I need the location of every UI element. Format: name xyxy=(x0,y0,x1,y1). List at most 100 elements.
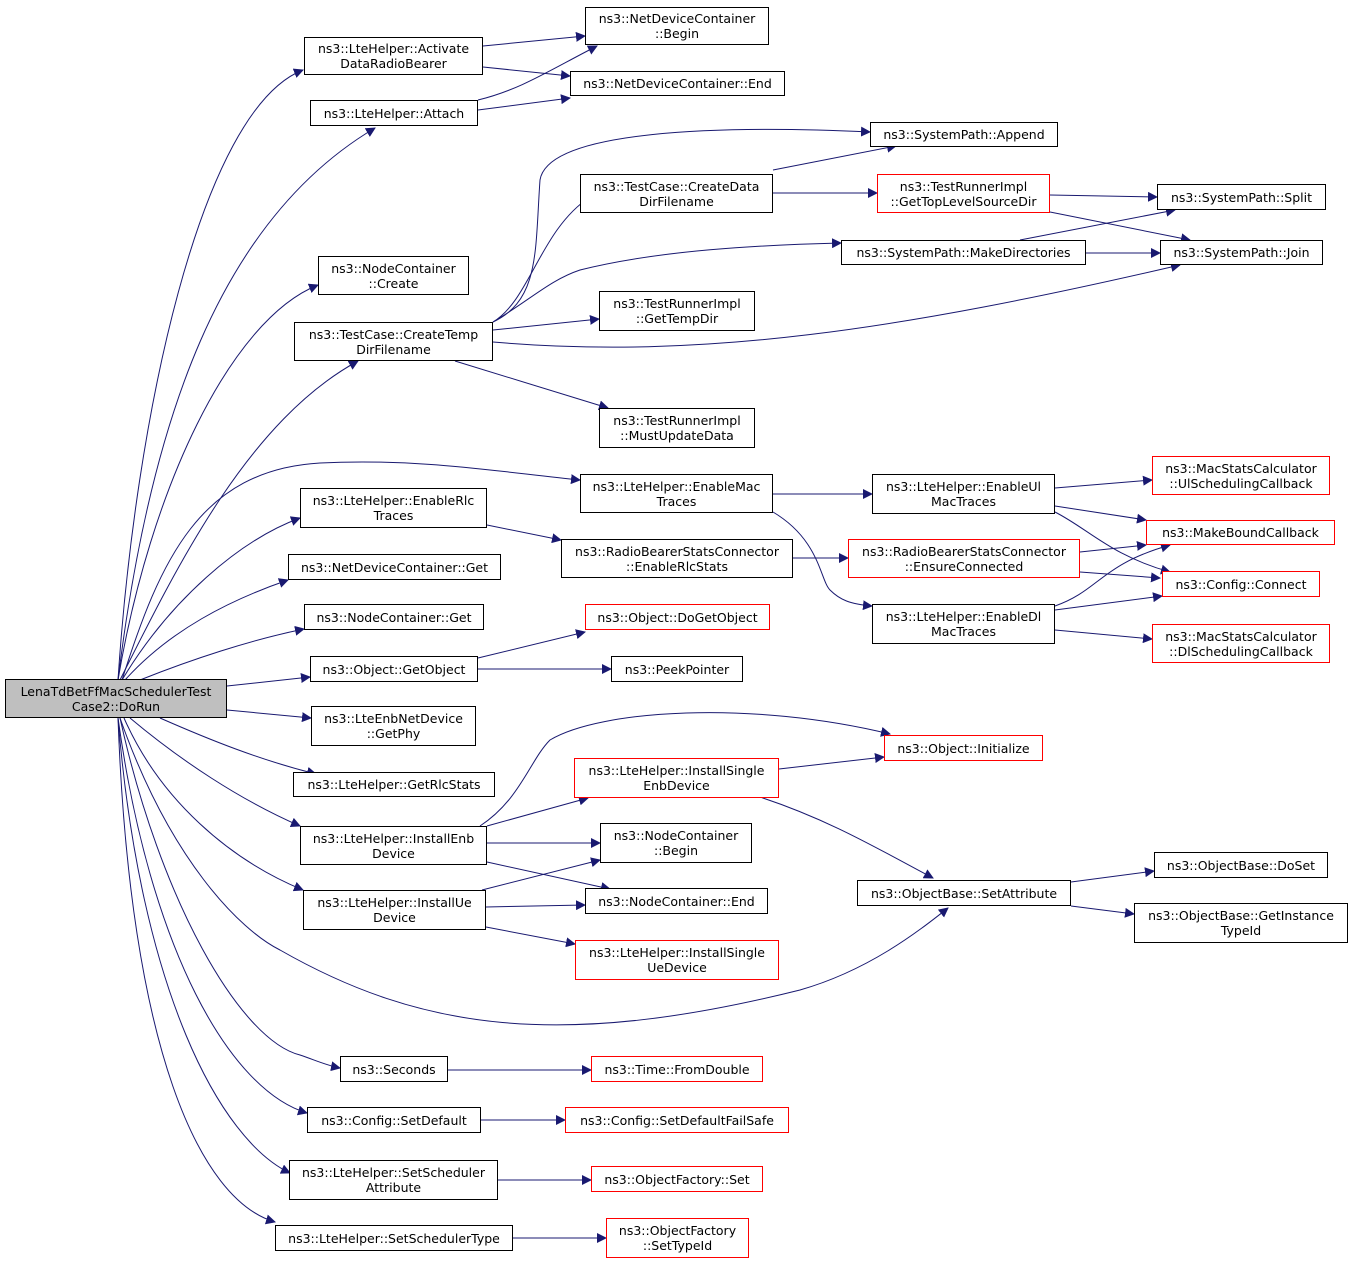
node-nc-end[interactable]: ns3::NodeContainer::End xyxy=(585,888,768,914)
node-get-phy[interactable]: ns3::LteEnbNetDevice::GetPhy xyxy=(311,706,476,746)
node-set-default[interactable]: ns3::Config::SetDefault xyxy=(307,1107,481,1133)
edge-root-setschedattr xyxy=(117,717,291,1174)
edge-setattr-doset xyxy=(1070,867,1155,883)
edge-root-getphy xyxy=(226,709,312,723)
edge-enableul-ulsched xyxy=(1054,475,1153,489)
edge-enabledl-dlsched xyxy=(1054,629,1153,644)
node-set-type-id[interactable]: ns3::ObjectFactory::SetTypeId xyxy=(606,1218,749,1258)
node-nc-get[interactable]: ns3::NodeContainer::Get xyxy=(304,604,484,630)
node-label: ns3::SystemPath::Join xyxy=(1173,245,1310,260)
node-object-initialize[interactable]: ns3::Object::Initialize xyxy=(884,735,1043,761)
edge-attach-ndcbegin xyxy=(477,45,598,101)
node-label: ::Create xyxy=(368,275,419,291)
edge-ensure-makebound xyxy=(1079,540,1147,553)
edge-enabledl-connect xyxy=(1054,592,1163,611)
edge-installsingleenb-setattr xyxy=(759,796,934,879)
node-sp-split[interactable]: ns3::SystemPath::Split xyxy=(1157,184,1326,210)
node-set-scheduler-type[interactable]: ns3::LteHelper::SetSchedulerType xyxy=(275,1225,513,1251)
node-ndc-end[interactable]: ns3::NetDeviceContainer::End xyxy=(570,71,785,96)
node-make-directories[interactable]: ns3::SystemPath::MakeDirectories xyxy=(841,240,1086,265)
edge-installenb-installsingleenb xyxy=(486,795,589,827)
node-label: Case2::DoRun xyxy=(71,698,161,714)
edge-root-setschedtype xyxy=(117,717,276,1225)
node-attach[interactable]: ns3::LteHelper::Attach xyxy=(310,100,478,126)
edge-root-seconds xyxy=(119,717,341,1072)
node-get-temp-dir[interactable]: ns3::TestRunnerImpl::GetTempDir xyxy=(599,291,755,331)
node-label: DataRadioBearer xyxy=(340,56,447,71)
edge-installenb-initialize xyxy=(479,712,891,827)
node-enable-rlc-stats[interactable]: ns3::RadioBearerStatsConnector::EnableRl… xyxy=(561,539,793,578)
node-make-bound-callback[interactable]: ns3::MakeBoundCallback xyxy=(1146,520,1335,545)
node-do-get-object[interactable]: ns3::Object::DoGetObject xyxy=(585,604,770,630)
node-seconds[interactable]: ns3::Seconds xyxy=(340,1056,448,1082)
node-peek-pointer[interactable]: ns3::PeekPointer xyxy=(611,656,743,682)
node-label: ns3::NetDeviceContainer::Get xyxy=(300,559,489,575)
node-dl-scheduling-callback[interactable]: ns3::MacStatsCalculator::DlSchedulingCal… xyxy=(1152,624,1330,663)
node-sp-join[interactable]: ns3::SystemPath::Join xyxy=(1160,240,1323,265)
node-label: ns3::SystemPath::Append xyxy=(883,127,1045,142)
node-ensure-connected[interactable]: ns3::RadioBearerStatsConnector::EnsureCo… xyxy=(848,539,1080,578)
node-label: Device xyxy=(372,845,415,861)
node-time-from-double[interactable]: ns3::Time::FromDouble xyxy=(591,1056,763,1082)
node-get-object[interactable]: ns3::Object::GetObject xyxy=(310,656,478,682)
edge-root-enablemac xyxy=(121,461,581,681)
node-label: ns3::LteHelper::InstallUe xyxy=(317,895,472,910)
edge-installenb-ncend xyxy=(486,861,611,892)
node-set-default-fail-safe[interactable]: ns3::Config::SetDefaultFailSafe xyxy=(565,1107,789,1133)
node-must-update-data[interactable]: ns3::TestRunnerImpl::MustUpdateData xyxy=(599,408,755,448)
edge-root-enablerlc xyxy=(121,516,301,681)
edge-root-setattribute xyxy=(119,717,949,1026)
node-label: ns3::ObjectFactory xyxy=(618,1223,737,1238)
node-label: ns3::TestCase::CreateData xyxy=(593,178,760,194)
edge-enableul-makebound xyxy=(1054,505,1147,524)
node-ndc-get[interactable]: ns3::NetDeviceContainer::Get xyxy=(288,554,501,580)
node-label: ns3::Object::Initialize xyxy=(897,740,1030,756)
node-label: LenaTdBetFfMacSchedulerTest xyxy=(20,683,212,699)
edge-gettoplevel-join xyxy=(1049,211,1191,244)
node-ndc-begin[interactable]: ns3::NetDeviceContainer::Begin xyxy=(585,7,769,45)
edge-installsingleenb-initialize xyxy=(778,753,885,770)
edge-activate-ndcend xyxy=(482,66,571,81)
node-label: ns3::LteHelper::InstallSingle xyxy=(588,763,765,778)
node-nc-create[interactable]: ns3::NodeContainer::Create xyxy=(318,256,469,295)
node-label: ::GetTopLevelSourceDir xyxy=(890,193,1037,209)
node-ul-scheduling-callback[interactable]: ns3::MacStatsCalculator::UlSchedulingCal… xyxy=(1152,456,1330,495)
node-label: ns3::Object::GetObject xyxy=(322,661,466,677)
node-label: ::EnableRlcStats xyxy=(626,558,728,574)
node-sp-append[interactable]: ns3::SystemPath::Append xyxy=(870,122,1058,147)
node-nc-begin[interactable]: ns3::NodeContainer::Begin xyxy=(600,823,752,863)
node-label: Attribute xyxy=(365,1180,422,1195)
node-object-factory-set[interactable]: ns3::ObjectFactory::Set xyxy=(591,1166,763,1192)
edge-createtemp-append xyxy=(492,126,871,323)
edge-createtemp-createdata xyxy=(492,196,591,323)
node-label: ns3::SystemPath::Split xyxy=(1170,189,1313,205)
node-label: Traces xyxy=(373,508,414,523)
node-label: ns3::LteHelper::SetScheduler xyxy=(301,1165,485,1180)
node-set-attribute[interactable]: ns3::ObjectBase::SetAttribute xyxy=(857,880,1071,906)
node-label: ::GetPhy xyxy=(366,726,421,741)
node-label: ns3::NodeContainer::End xyxy=(598,893,755,909)
node-label: UeDevice xyxy=(647,960,707,975)
node-label: ns3::LteHelper::GetRlcStats xyxy=(307,777,481,792)
node-label: ns3::LteHelper::SetSchedulerType xyxy=(288,1230,500,1246)
node-label: ns3::TestRunnerImpl xyxy=(613,413,741,428)
node-label: ns3::LteHelper::Activate xyxy=(317,41,470,56)
node-get-top-level-source-dir[interactable]: ns3::TestRunnerImpl::GetTopLevelSourceDi… xyxy=(877,174,1050,213)
node-config-connect[interactable]: ns3::Config::Connect xyxy=(1162,571,1320,597)
node-get-rlc-stats[interactable]: ns3::LteHelper::GetRlcStats xyxy=(293,772,495,797)
node-ob-do-set[interactable]: ns3::ObjectBase::DoSet xyxy=(1154,852,1328,878)
